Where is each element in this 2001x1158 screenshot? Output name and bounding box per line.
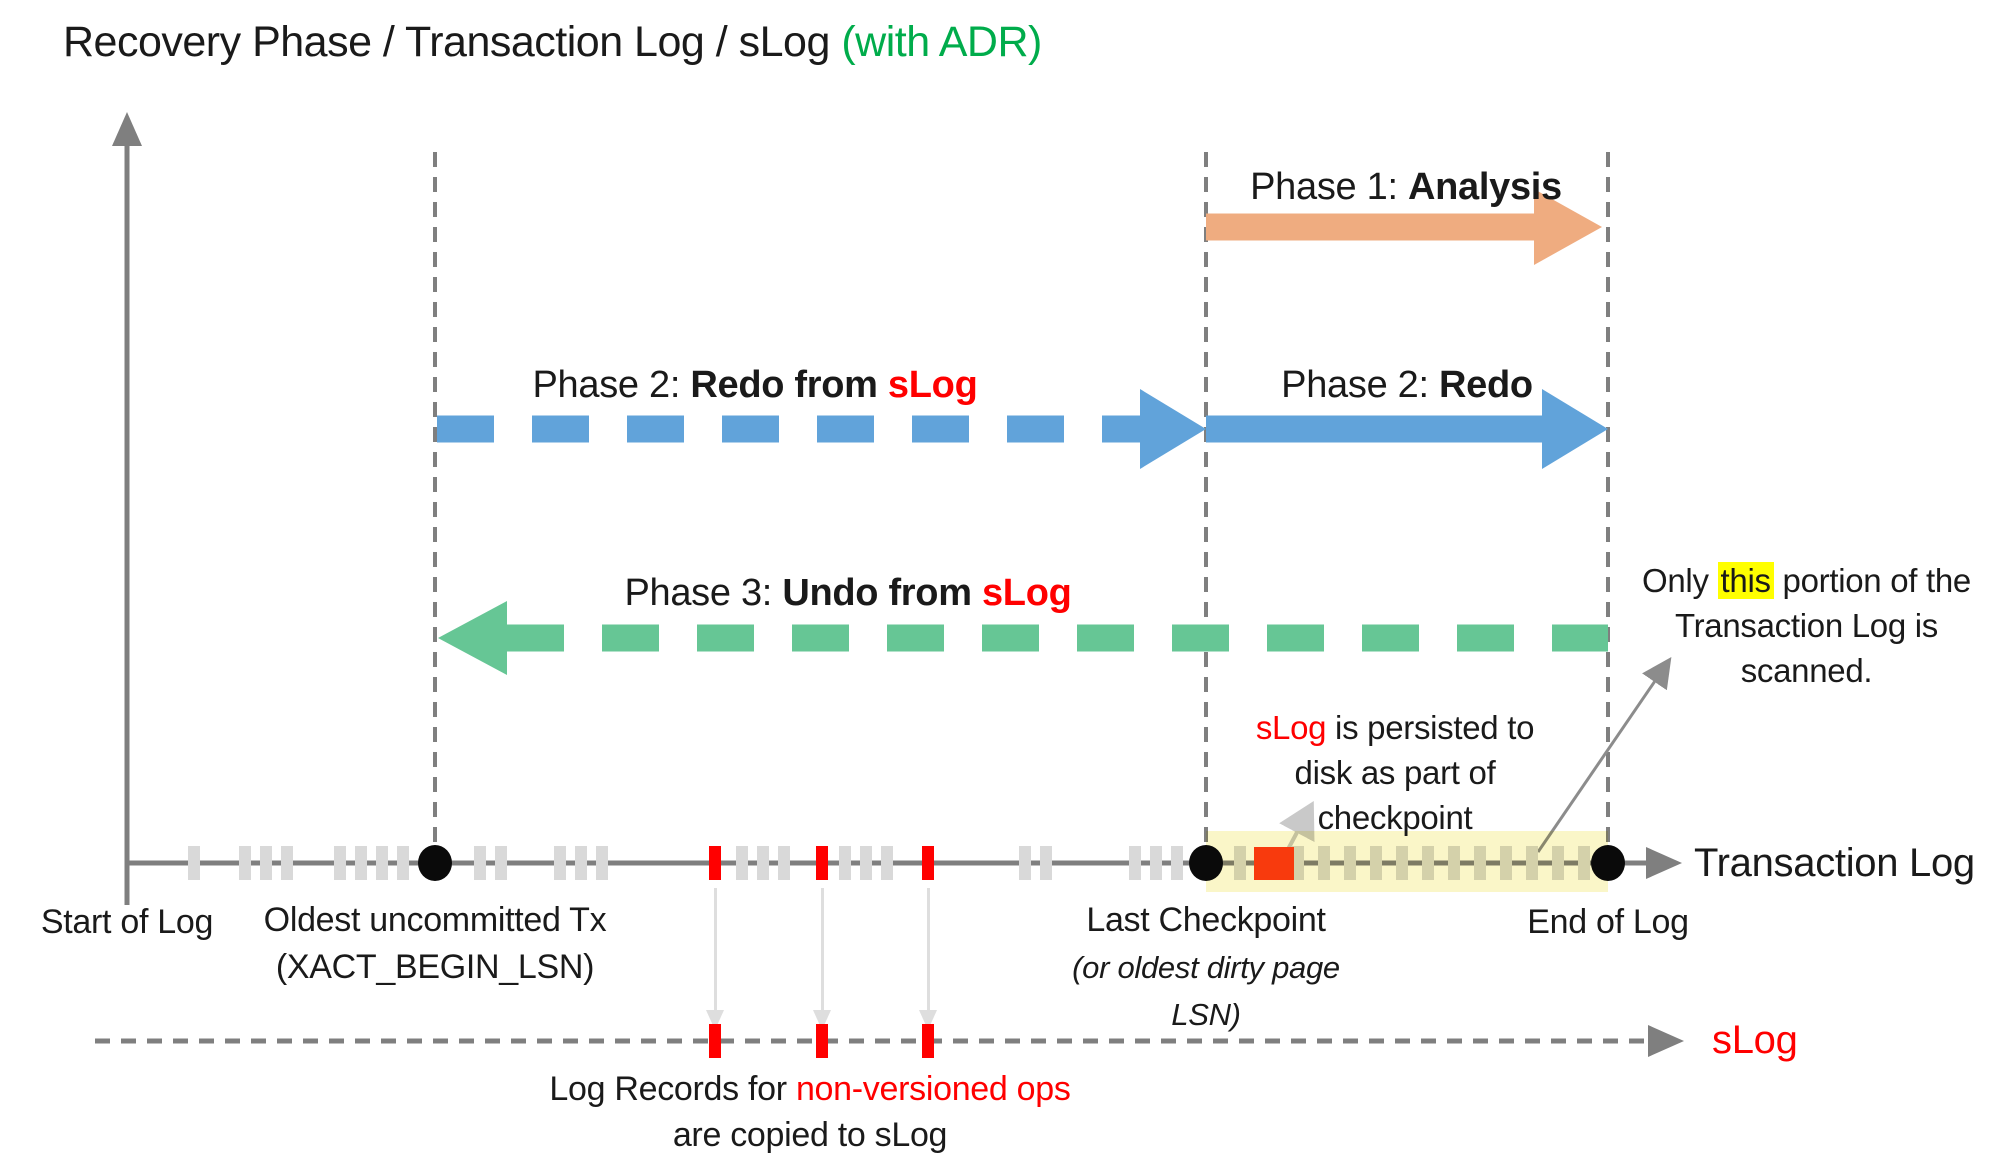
log-record-tick bbox=[474, 846, 486, 880]
last-checkpoint-dot bbox=[1189, 845, 1223, 881]
log-record-tick bbox=[757, 846, 769, 880]
log-record-tick bbox=[736, 846, 748, 880]
log-record-tick bbox=[1129, 846, 1141, 880]
slog-record-tick bbox=[816, 1024, 828, 1058]
slog-label: sLog bbox=[1712, 1018, 1798, 1062]
transaction-log-arrowhead-icon bbox=[1646, 847, 1682, 879]
log-record-tick bbox=[188, 846, 200, 880]
phase2-slog-name: Redo from bbox=[690, 364, 888, 406]
copy-note: Log Records for non-versioned ops are co… bbox=[500, 1066, 1120, 1158]
slog-record-tick bbox=[709, 1024, 721, 1058]
copy-to-slog-arrow-line bbox=[926, 888, 930, 1012]
oldest-tx-label: Oldest uncommitted Tx (XACT_BEGIN_LSN) bbox=[210, 897, 660, 991]
log-record-tick bbox=[397, 846, 409, 880]
page-title: Recovery Phase / Transaction Log / sLog … bbox=[63, 18, 1042, 67]
copy-to-slog-arrow-line bbox=[713, 888, 717, 1012]
nonversioned-log-record-tick bbox=[709, 846, 721, 880]
last-checkpoint-label: Last Checkpoint (or oldest dirty page LS… bbox=[1031, 897, 1381, 1038]
page-title-main: Recovery Phase / Transaction Log / sLog bbox=[63, 18, 842, 66]
copy-note-line2: are copied to sLog bbox=[672, 1116, 948, 1154]
phase3-label: Phase 3: Undo from sLog bbox=[495, 572, 1201, 615]
phase2-arrowhead-icon bbox=[1542, 389, 1608, 469]
log-record-tick bbox=[881, 846, 893, 880]
y-axis-arrowhead-icon bbox=[112, 112, 142, 146]
persist-note-line2: disk as part of bbox=[1294, 754, 1496, 791]
log-record-tick bbox=[1040, 846, 1052, 880]
phase1-prefix: Phase 1: bbox=[1250, 166, 1408, 208]
oldest-tx-line1: Oldest uncommitted Tx bbox=[263, 901, 607, 939]
log-record-tick bbox=[575, 846, 587, 880]
log-record-tick bbox=[260, 846, 272, 880]
phase2-slog-arrowhead-icon bbox=[1140, 389, 1206, 469]
log-record-tick bbox=[860, 846, 872, 880]
scan-note-pre: Only bbox=[1642, 562, 1718, 599]
phase1-label: Phase 1: Analysis bbox=[1206, 166, 1606, 209]
log-record-tick bbox=[239, 846, 251, 880]
copy-to-slog-arrow-line bbox=[820, 888, 824, 1012]
persist-note-line3: checkpoint bbox=[1317, 799, 1473, 836]
last-checkpoint-line2: (or oldest dirty page bbox=[1072, 950, 1340, 985]
slog-record-tick bbox=[922, 1024, 934, 1058]
scan-note-line2: Transaction Log is scanned. bbox=[1674, 607, 1938, 689]
phase2-label: Phase 2: Redo bbox=[1206, 364, 1608, 407]
phase2-name: Redo bbox=[1439, 364, 1533, 406]
phase2-slog-red: sLog bbox=[887, 364, 978, 406]
copy-note-black: Log Records for bbox=[549, 1070, 796, 1108]
scan-note: Only this portion of the Transaction Log… bbox=[1612, 558, 2001, 693]
persist-note-red: sLog bbox=[1255, 709, 1327, 746]
persisted-slog-square bbox=[1254, 847, 1294, 880]
log-record-tick bbox=[1150, 846, 1162, 880]
log-record-tick bbox=[355, 846, 367, 880]
log-record-tick bbox=[839, 846, 851, 880]
log-record-tick bbox=[334, 846, 346, 880]
phase1-arrowhead-icon bbox=[1534, 189, 1602, 265]
phase1-name: Analysis bbox=[1407, 166, 1562, 208]
log-record-tick bbox=[376, 846, 388, 880]
scan-note-highlight: this bbox=[1717, 562, 1774, 599]
scan-note-arrow bbox=[1536, 657, 1672, 853]
transaction-log-label: Transaction Log bbox=[1694, 841, 1975, 885]
end-of-log-dot bbox=[1591, 845, 1625, 881]
phase3-name: Undo from bbox=[782, 572, 982, 614]
start-of-log-label: Start of Log bbox=[40, 903, 214, 941]
phase3-arrowhead-icon bbox=[438, 601, 507, 675]
last-checkpoint-line3: LSN) bbox=[1171, 997, 1241, 1032]
phase2-prefix: Phase 2: bbox=[1281, 364, 1440, 406]
log-record-tick bbox=[1019, 846, 1031, 880]
log-record-tick bbox=[281, 846, 293, 880]
log-record-tick bbox=[554, 846, 566, 880]
log-record-tick bbox=[596, 846, 608, 880]
phase2-slog-label: Phase 2: Redo from sLog bbox=[402, 364, 1108, 407]
log-record-tick bbox=[778, 846, 790, 880]
persist-note: sLog is persisted to disk as part of che… bbox=[1230, 705, 1560, 840]
last-checkpoint-line1: Last Checkpoint bbox=[1086, 901, 1326, 939]
nonversioned-log-record-tick bbox=[922, 846, 934, 880]
end-of-log-label: End of Log bbox=[1527, 903, 1689, 941]
log-record-tick bbox=[495, 846, 507, 880]
oldest-tx-line2: (XACT_BEGIN_LSN) bbox=[275, 948, 595, 986]
phase3-red: sLog bbox=[981, 572, 1072, 614]
phase2-slog-prefix: Phase 2: bbox=[532, 364, 691, 406]
nonversioned-log-record-tick bbox=[816, 846, 828, 880]
log-record-tick bbox=[1171, 846, 1183, 880]
page-title-adr: (with ADR) bbox=[841, 18, 1042, 66]
persist-note-line1: is persisted to bbox=[1326, 709, 1535, 746]
copy-note-red: non-versioned ops bbox=[795, 1070, 1071, 1108]
oldest-uncommitted-tx-dot bbox=[418, 845, 452, 881]
phase3-prefix: Phase 3: bbox=[624, 572, 783, 614]
scan-note-post: portion of the bbox=[1773, 562, 1972, 599]
slog-arrowhead-icon bbox=[1648, 1025, 1684, 1057]
